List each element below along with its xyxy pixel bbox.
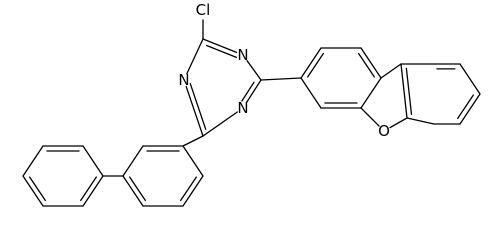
bond-c4-n3-inner — [189, 83, 207, 130]
bond-c4-a1 — [182, 135, 204, 147]
bond-b6-b1-inner — [80, 176, 97, 202]
bond-c6-n5-inner — [241, 81, 255, 102]
atom-label-cl: Cl — [196, 1, 211, 19]
molecule-structure: ClN N N O — [22, 1, 481, 207]
bond-b1-b2 — [82, 145, 104, 177]
bond-cc4-c9b — [380, 63, 402, 79]
bond-cc5-o — [360, 107, 380, 127]
bond-b6-b1 — [82, 175, 104, 207]
atom-label-n5: N — [237, 99, 248, 117]
bond-d2-d3 — [459, 63, 481, 95]
bond-a5-a6 — [182, 175, 204, 207]
bond-a3-a4 — [122, 175, 144, 207]
bond-c9b-c5a-inner — [405, 67, 413, 116]
bond-cc3-cc4-inner — [358, 52, 375, 78]
bond-a5-a6-inner — [180, 176, 197, 202]
bond-a2-a3 — [122, 145, 144, 177]
bond-n5-c4 — [202, 111, 238, 137]
bond-c1-cc2-inner — [307, 52, 324, 78]
bond-c2-n1-inner — [205, 44, 238, 59]
bond-b4-b5 — [22, 175, 44, 207]
bond-c9b-c5a — [400, 63, 408, 119]
bond-d5-c5a — [406, 117, 435, 125]
bond-o-c5a — [389, 117, 408, 129]
bond-c6-c1 — [260, 77, 302, 81]
bond-c6-n5 — [246, 79, 262, 103]
bond-a6-a1 — [182, 145, 204, 177]
atom-label-n3: N — [178, 71, 189, 89]
bond-cc6-c1 — [300, 77, 322, 109]
bond-b4-b5-inner — [29, 176, 46, 202]
bond-a3-a4-inner — [129, 176, 146, 202]
bond-b3-b4 — [22, 145, 44, 177]
atom-label-n1: N — [237, 46, 248, 64]
bond-c4-n3 — [185, 85, 204, 137]
bond-d3-d4-inner — [457, 94, 474, 120]
bond-n1-c6 — [246, 60, 262, 81]
bond-cc4-cc5 — [360, 77, 382, 109]
bond-c1-cc2 — [300, 47, 322, 79]
bond-c2-n1 — [202, 38, 238, 54]
bond-d3-d4 — [459, 93, 481, 125]
bond-cc3-cc4 — [360, 47, 382, 79]
bond-n3-c2 — [186, 38, 204, 75]
atom-label-o: O — [378, 122, 390, 140]
